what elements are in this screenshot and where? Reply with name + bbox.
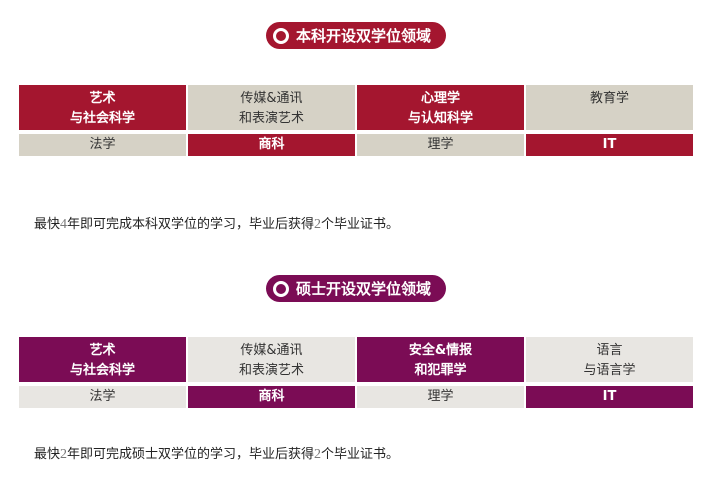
note-years: 2 xyxy=(60,447,68,462)
field-label-line2: 与认知科学 xyxy=(407,111,473,126)
field-cell-business: 商科 xyxy=(188,134,355,156)
field-label-line2: 与社会科学 xyxy=(69,363,135,378)
field-cell-languages-linguistics: 语言 与语言学 xyxy=(526,337,693,382)
field-cell-psychology-cognitive-science: 心理学 与认知科学 xyxy=(357,85,524,130)
bachelor-note: 最快4年即可完成本科双学位的学习，毕业后获得2个毕业证书。 xyxy=(34,213,399,233)
field-label-line1: 安全&情报 xyxy=(408,343,473,358)
master-top-row: 艺术 与社会科学 传媒&通讯 和表演艺术 安全&情报 和犯罪学 语言 与语言学 xyxy=(19,337,694,382)
field-label-line1: 传媒&通讯 xyxy=(240,91,303,106)
field-label-line2: 和表演艺术 xyxy=(238,363,304,378)
field-cell-law: 法学 xyxy=(19,386,186,408)
master-bottom-row: 法学 商科 理学 IT xyxy=(19,386,694,408)
field-label-line2: 与社会科学 xyxy=(69,111,135,126)
field-label-line1: 艺术 xyxy=(89,343,116,358)
field-cell-business: 商科 xyxy=(188,386,355,408)
field-label-line1: 传媒&通讯 xyxy=(240,343,303,358)
field-cell-science: 理学 xyxy=(357,386,524,408)
field-cell-media-communication-performing-arts: 传媒&通讯 和表演艺术 xyxy=(188,85,355,130)
ring-icon xyxy=(273,27,289,44)
field-cell-law: 法学 xyxy=(19,134,186,156)
field-label-line1: 心理学 xyxy=(420,91,460,106)
field-cell-media-communication-performing-arts: 传媒&通讯 和表演艺术 xyxy=(188,337,355,382)
field-label-line1: 语言 xyxy=(596,343,623,358)
note-certs: 2 xyxy=(314,447,322,462)
master-fields-grid: 艺术 与社会科学 传媒&通讯 和表演艺术 安全&情报 和犯罪学 语言 与语言学 … xyxy=(19,337,694,408)
bachelor-top-row: 艺术 与社会科学 传媒&通讯 和表演艺术 心理学 与认知科学 教育学 xyxy=(19,85,694,130)
field-label-line2: 与语言学 xyxy=(583,363,636,378)
field-label-line2: 和犯罪学 xyxy=(414,363,467,378)
field-cell-arts-social-sciences: 艺术 与社会科学 xyxy=(19,85,186,130)
field-label-line1: 艺术 xyxy=(89,91,116,106)
field-cell-education: 教育学 xyxy=(526,85,693,130)
field-cell-science: 理学 xyxy=(357,134,524,156)
note-text: 年即可完成本科双学位的学习，毕业后获得 xyxy=(67,217,315,232)
field-cell-security-intelligence-criminology: 安全&情报 和犯罪学 xyxy=(357,337,524,382)
field-cell-arts-social-sciences: 艺术 与社会科学 xyxy=(19,337,186,382)
bachelor-fields-grid: 艺术 与社会科学 传媒&通讯 和表演艺术 心理学 与认知科学 教育学 法学 商科… xyxy=(19,85,694,156)
bachelor-title-text: 本科开设双学位领域 xyxy=(296,27,432,45)
note-text: 最快 xyxy=(34,447,61,462)
field-label-line1: 教育学 xyxy=(589,91,629,106)
bachelor-section-title: 本科开设双学位领域 xyxy=(266,22,446,49)
ring-icon xyxy=(273,280,289,297)
note-text: 最快 xyxy=(34,217,61,232)
master-section-title: 硕士开设双学位领域 xyxy=(266,275,446,302)
note-text: 个毕业证书。 xyxy=(321,447,400,462)
field-cell-it: IT xyxy=(526,386,693,408)
field-label-line2: 和表演艺术 xyxy=(238,111,304,126)
note-certs: 2 xyxy=(314,217,322,232)
master-note: 最快2年即可完成硕士双学位的学习，毕业后获得2个毕业证书。 xyxy=(34,443,399,463)
bachelor-bottom-row: 法学 商科 理学 IT xyxy=(19,134,694,156)
note-text: 个毕业证书。 xyxy=(321,217,400,232)
note-years: 4 xyxy=(60,217,68,232)
note-text: 年即可完成硕士双学位的学习，毕业后获得 xyxy=(67,447,315,462)
master-title-text: 硕士开设双学位领域 xyxy=(296,280,432,298)
field-cell-it: IT xyxy=(526,134,693,156)
